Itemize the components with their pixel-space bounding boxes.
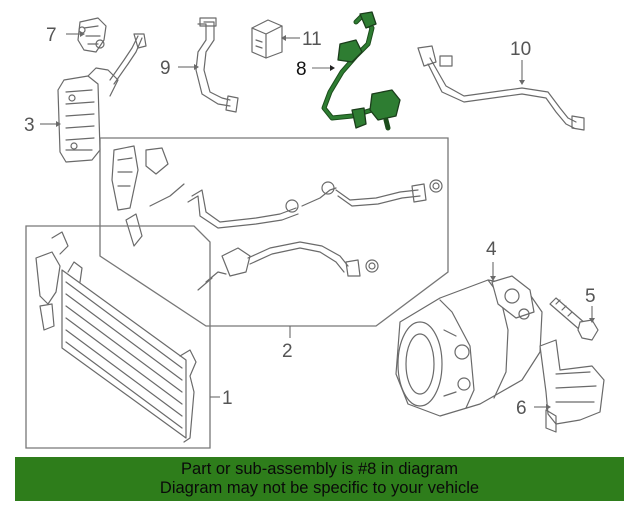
part-8-harness-highlighted[interactable] xyxy=(321,11,401,131)
callout-5[interactable]: 5 xyxy=(585,286,596,307)
callout-6[interactable]: 6 xyxy=(516,398,527,419)
arrowhead-4 xyxy=(490,276,496,281)
arrowhead-11 xyxy=(281,35,286,41)
part-6-shield[interactable] xyxy=(539,339,605,433)
part-5-bolt[interactable] xyxy=(549,297,599,341)
exploded-parts-diagram: 7 3 9 xyxy=(24,11,605,449)
arrowhead-6 xyxy=(546,404,551,410)
part-1-condenser-outline xyxy=(25,225,211,449)
callout-8[interactable]: 8 xyxy=(296,59,307,80)
callout-1[interactable]: 1 xyxy=(222,388,233,409)
callout-2[interactable]: 2 xyxy=(282,341,293,362)
banner-line-disclaimer: Diagram may not be specific to your vehi… xyxy=(159,479,480,497)
callout-10[interactable]: 10 xyxy=(510,39,531,60)
part-4-compressor[interactable] xyxy=(395,275,543,417)
callout-3[interactable]: 3 xyxy=(24,115,35,136)
part-3-dryer-assembly[interactable] xyxy=(57,33,147,163)
arrowhead-8 xyxy=(330,65,335,71)
part-1-condenser[interactable] xyxy=(35,231,197,443)
part-2-kit-outline xyxy=(99,137,449,327)
arrowhead-9 xyxy=(194,64,199,70)
part-2-hose-kit[interactable] xyxy=(111,145,443,291)
part-9-hose[interactable] xyxy=(195,17,239,113)
banner-line-part: Part or sub-assembly is #8 in diagram xyxy=(181,460,458,478)
part-11-cover[interactable] xyxy=(251,19,283,59)
arrowhead-7 xyxy=(80,31,85,37)
arrowhead-10 xyxy=(519,80,525,85)
callout-9[interactable]: 9 xyxy=(160,58,171,79)
part-10-pipe[interactable] xyxy=(417,45,585,131)
info-banner: Part or sub-assembly is #8 in diagram Di… xyxy=(15,457,624,501)
callout-11[interactable]: 11 xyxy=(302,29,322,50)
part-7-bracket[interactable] xyxy=(77,17,107,53)
arrowhead-3 xyxy=(56,121,61,127)
callout-7[interactable]: 7 xyxy=(46,25,57,46)
arrowhead-5 xyxy=(589,318,595,323)
callout-4[interactable]: 4 xyxy=(486,239,497,260)
